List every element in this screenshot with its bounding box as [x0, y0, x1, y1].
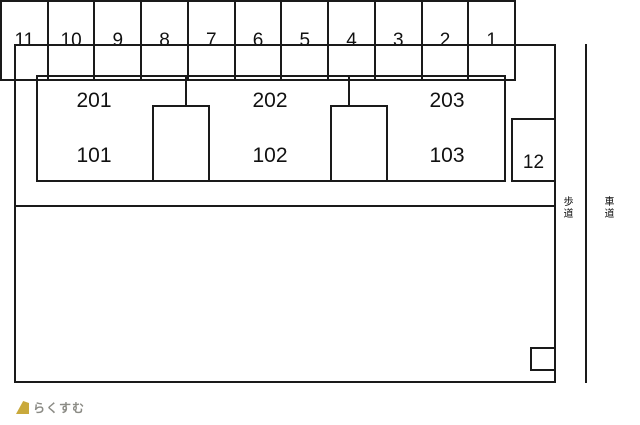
parking-stall-4: 4	[329, 2, 376, 79]
unit-label-201: 201	[76, 89, 112, 112]
parking-stall-9: 9	[95, 2, 143, 79]
unit-label-103: 103	[429, 144, 465, 167]
road-boundary-line	[585, 44, 587, 383]
property-boundary	[14, 44, 556, 383]
unit-divider-1	[185, 75, 187, 107]
parking-stall-2: 2	[423, 2, 470, 79]
space-12-box: 12	[511, 118, 556, 182]
unit-divider-2	[348, 75, 350, 107]
corner-box	[530, 347, 556, 371]
sidewalk-label: 歩道	[561, 196, 572, 220]
building-outline	[36, 75, 506, 182]
parking-row: 11 10 9 8 7 6 5 4 3 2 1	[0, 0, 516, 81]
unit-label-203: 203	[429, 89, 465, 112]
unit-label-202: 202	[252, 89, 288, 112]
parking-stall-3: 3	[376, 2, 423, 79]
middle-divider-line	[14, 205, 556, 207]
logo-icon	[16, 401, 29, 414]
unit-label-101: 101	[76, 144, 112, 167]
stairwell-1	[152, 105, 210, 182]
parking-stall-6: 6	[236, 2, 283, 79]
unit-label-102: 102	[252, 144, 288, 167]
parking-stall-5: 5	[282, 2, 330, 79]
site-logo: らくすむ	[16, 399, 85, 416]
parking-stall-1: 1	[486, 29, 497, 51]
road-label: 車道	[602, 196, 613, 220]
parking-stall-8: 8	[142, 2, 189, 79]
stairwell-2	[330, 105, 388, 182]
parking-stall-7: 7	[189, 2, 236, 79]
logo-text: らくすむ	[33, 401, 86, 415]
